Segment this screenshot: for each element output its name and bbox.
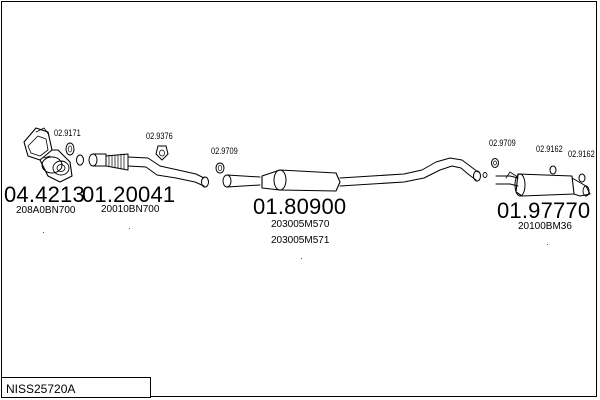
oem-code: 203005M570 bbox=[271, 219, 330, 230]
accessory-label: 02.9171 bbox=[54, 128, 81, 138]
gasket-02-9376-drawing bbox=[155, 145, 169, 161]
gasket-02-9709-drawing bbox=[215, 162, 225, 174]
part-number: 01.80900 bbox=[253, 194, 347, 219]
ring-drawing bbox=[76, 154, 84, 166]
dot-mark bbox=[43, 232, 44, 233]
middle-silencer-drawing bbox=[222, 157, 481, 192]
oem-code: 208A0BN700 bbox=[16, 205, 76, 216]
accessory-label: 02.9376 bbox=[146, 131, 173, 141]
accessory-label: 02.9709 bbox=[489, 138, 516, 148]
title-block: NISS25720A bbox=[1, 377, 151, 398]
diagram-title: NISS25720A bbox=[6, 382, 76, 396]
dot-mark bbox=[547, 244, 548, 245]
oem-code: 20010BN700 bbox=[101, 204, 160, 215]
dot-mark bbox=[301, 258, 302, 259]
catalytic-converter-drawing bbox=[23, 127, 73, 183]
accessory-label: 02.9162 bbox=[536, 144, 563, 154]
oem-code: 203005M571 bbox=[271, 235, 330, 246]
gasket-02-9162-drawing bbox=[549, 165, 557, 175]
front-pipe-drawing bbox=[88, 153, 209, 188]
gasket-02-9171-drawing bbox=[65, 142, 75, 156]
part-number: 01.97770 bbox=[497, 198, 591, 223]
rear-silencer-drawing bbox=[495, 171, 591, 197]
accessory-label: 02.9162 bbox=[568, 149, 595, 159]
oem-code: 20100BM36 bbox=[518, 221, 572, 232]
accessory-label: 02.9709 bbox=[211, 146, 238, 156]
gasket-02-9709-rear-drawing bbox=[491, 158, 499, 168]
gasket-02-9162-second-drawing bbox=[578, 173, 586, 183]
rear-ring-drawing bbox=[482, 172, 488, 178]
part-number: 01.20041 bbox=[82, 182, 176, 207]
part-number: 04.4213 bbox=[4, 182, 85, 207]
dot-mark bbox=[129, 228, 130, 229]
